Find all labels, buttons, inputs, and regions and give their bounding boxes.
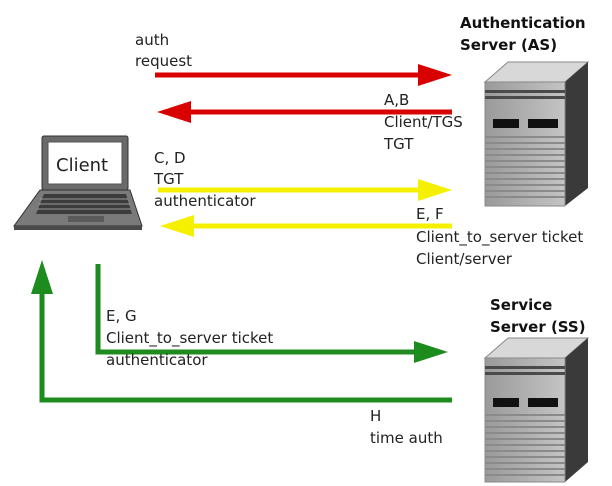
ef-line3: Client/server: [416, 250, 512, 268]
h-line1: H: [370, 407, 382, 425]
cd-line3: authenticator: [154, 192, 256, 210]
eg-line2: Client_to_server ticket: [106, 329, 274, 347]
eg-line1: E, G: [106, 307, 137, 325]
ab-line2: Client/TGS: [384, 113, 463, 131]
ef-reply-arrow: [160, 215, 452, 237]
eg-line3: authenticator: [106, 351, 208, 369]
ab-reply-arrow: [157, 101, 452, 123]
ab-line1: A,B: [384, 91, 410, 109]
auth-request-line2: request: [135, 52, 193, 70]
ef-line1: E, F: [416, 205, 444, 223]
as-title-line1: Authentication: [460, 14, 586, 32]
cd-request-arrow: [158, 179, 452, 201]
h-line2: time auth: [370, 429, 443, 447]
auth-request-arrow: [155, 64, 452, 86]
as-title-line2: Server (AS): [460, 36, 558, 54]
cd-line2: TGT: [154, 170, 184, 188]
eg-request-arrow: [95, 264, 448, 363]
service-server-icon: [483, 337, 590, 483]
client-label: Client: [56, 155, 109, 176]
authentication-server-icon: [483, 61, 590, 207]
ss-title-line2: Server (SS): [490, 318, 586, 336]
ef-line2: Client_to_server ticket: [416, 228, 584, 246]
h-reply-arrow: [31, 260, 452, 403]
auth-request-line1: auth: [135, 31, 170, 49]
ab-line3: TGT: [384, 135, 414, 153]
laptop-icon: [13, 135, 143, 230]
cd-line1: C, D: [154, 149, 186, 167]
ss-title-line1: Service: [490, 296, 553, 314]
